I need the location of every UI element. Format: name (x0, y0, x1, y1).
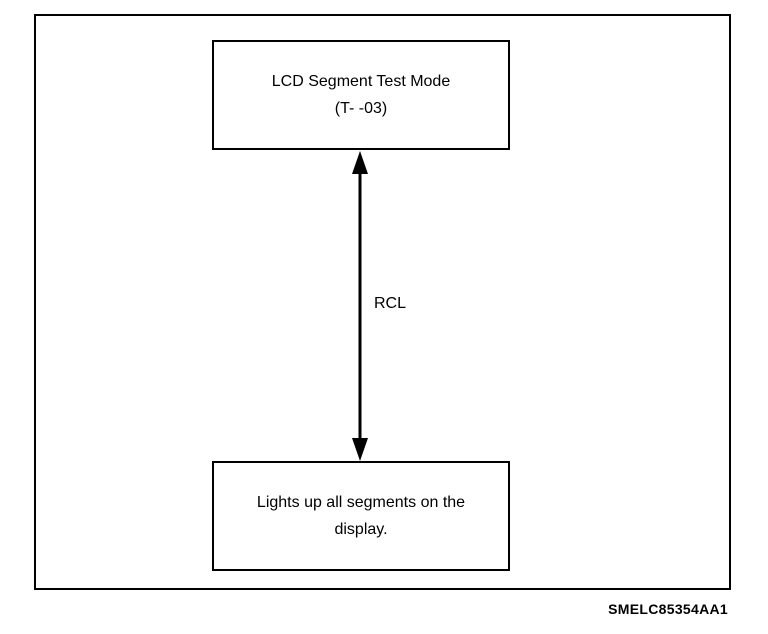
lcd-segment-test-mode-box: LCD Segment Test Mode (T- -03) (212, 40, 510, 150)
top-box-title: LCD Segment Test Mode (271, 73, 451, 90)
arrow-head-up-icon (352, 151, 368, 174)
lights-up-segments-box: Lights up all segments on the display. (212, 461, 510, 571)
top-box-code: (T- -03) (334, 100, 388, 117)
rcl-connector-label: RCL (374, 295, 407, 312)
arrow-head-down-icon (352, 438, 368, 461)
figure-code: SMELC85354AA1 (608, 601, 728, 617)
bottom-box-line2: display. (334, 521, 388, 538)
diagram-frame (34, 14, 731, 590)
bottom-box-line1: Lights up all segments on the (256, 494, 466, 511)
